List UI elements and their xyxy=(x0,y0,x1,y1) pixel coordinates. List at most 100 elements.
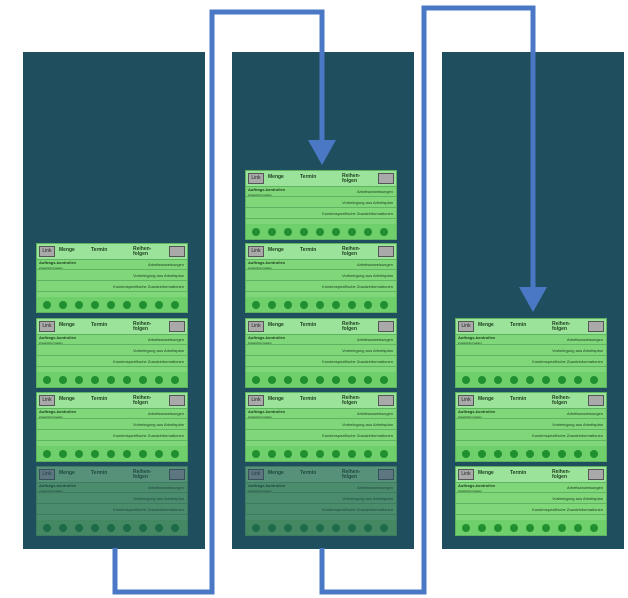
card-row: Kundenspezifische Zusatzinformationen xyxy=(246,208,396,219)
status-dot-icon xyxy=(252,450,260,458)
gear-icon xyxy=(588,469,604,480)
card-col-termin: Termin xyxy=(91,247,108,253)
card-col-termin: Termin xyxy=(300,247,317,253)
card-col-reihenfolgen: Reihen-folgen xyxy=(342,469,361,480)
status-dot-icon xyxy=(123,301,131,309)
card-row: Kundenspezifische Zusatzinformationen xyxy=(456,356,606,367)
card-status-dots xyxy=(456,520,606,535)
status-dot-icon xyxy=(510,524,518,532)
card-row-text: Vorbelegung aus Arbeitsplan xyxy=(552,496,603,501)
card-status-dots xyxy=(37,446,187,461)
card-row-sublabel: Zusatzinformation xyxy=(458,415,482,419)
status-dot-icon xyxy=(155,450,163,458)
gear-icon xyxy=(588,395,604,406)
card-col-termin: Termin xyxy=(91,322,108,328)
card-row-sublabel: Zusatzinformation xyxy=(248,415,272,419)
card-row-label: Auftrags-kontrollen xyxy=(248,335,286,340)
card-row-text: Arbeitsanweisungen xyxy=(566,485,603,490)
card-row-label: Auftrags-kontrollen xyxy=(39,260,77,265)
card-row: Kundenspezifische Zusatzinformationen xyxy=(37,356,187,367)
status-dot-icon xyxy=(332,301,340,309)
card-row-text: Kundenspezifische Zusatzinformationen xyxy=(322,507,393,512)
status-dot-icon xyxy=(332,450,340,458)
status-dot-icon xyxy=(348,450,356,458)
card-row-sublabel: Zusatzinformation xyxy=(39,266,63,270)
card-row-text: Vorbelegung aus Arbeitsplan xyxy=(552,422,603,427)
card-col-termin: Termin xyxy=(300,396,317,402)
card-row-text: Kundenspezifische Zusatzinformationen xyxy=(322,433,393,438)
status-dot-icon xyxy=(43,376,51,384)
status-dot-icon xyxy=(91,301,99,309)
card-row-text: Arbeitsanweisungen xyxy=(356,411,393,416)
card-row-sublabel: Zusatzinformation xyxy=(248,489,272,493)
status-dot-icon xyxy=(252,228,260,236)
link-icon: Link xyxy=(458,395,474,406)
status-dot-icon xyxy=(316,376,324,384)
card-col-termin: Termin xyxy=(91,470,108,476)
status-dot-icon xyxy=(542,450,550,458)
card-row-text: Kundenspezifische Zusatzinformationen xyxy=(113,507,184,512)
card-col-reihenfolgen: Reihen-folgen xyxy=(133,321,152,332)
link-icon: Link xyxy=(248,246,264,257)
card-col-termin: Termin xyxy=(510,470,527,476)
card-row: Kundenspezifische Zusatzinformationen xyxy=(37,504,187,515)
card-row-text: Vorbelegung aus Arbeitsplan xyxy=(342,496,393,501)
card-row-label: Auftrags-kontrollen xyxy=(458,335,496,340)
card-col-menge: Menge xyxy=(59,322,75,328)
card-row: Kundenspezifische Zusatzinformationen xyxy=(456,430,606,441)
card-row-text: Kundenspezifische Zusatzinformationen xyxy=(113,433,184,438)
status-dot-icon xyxy=(107,301,115,309)
status-dot-icon xyxy=(139,450,147,458)
link-icon: Link xyxy=(248,173,264,184)
card-row-sublabel: Zusatzinformation xyxy=(39,341,63,345)
status-dot-icon xyxy=(252,376,260,384)
status-dot-icon xyxy=(590,450,598,458)
card-col-menge: Menge xyxy=(268,322,284,328)
card-row: Vorbelegung aus Arbeitsplan xyxy=(37,419,187,430)
card-row-text: Kundenspezifische Zusatzinformationen xyxy=(113,284,184,289)
card-row-label: Auftrags-kontrollen xyxy=(458,483,496,488)
status-dot-icon xyxy=(542,376,550,384)
status-dot-icon xyxy=(268,301,276,309)
status-dot-icon xyxy=(316,301,324,309)
card-row: Vorbelegung aus Arbeitsplan xyxy=(456,345,606,356)
status-dot-icon xyxy=(155,376,163,384)
card-status-dots xyxy=(246,446,396,461)
card-row-text: Arbeitsanweisungen xyxy=(356,337,393,342)
link-icon: Link xyxy=(39,469,55,480)
card-row-text: Arbeitsanweisungen xyxy=(147,337,184,342)
status-dot-icon xyxy=(574,524,582,532)
card-col-menge: Menge xyxy=(268,396,284,402)
status-dot-icon xyxy=(75,376,83,384)
status-dot-icon xyxy=(284,524,292,532)
status-dot-icon xyxy=(462,450,470,458)
status-dot-icon xyxy=(526,524,534,532)
card-row: Vorbelegung aus Arbeitsplan xyxy=(456,419,606,430)
card-col-reihenfolgen: Reihen-folgen xyxy=(342,246,361,257)
gear-icon xyxy=(378,246,394,257)
status-dot-icon xyxy=(316,524,324,532)
link-icon: Link xyxy=(39,321,55,332)
status-dot-icon xyxy=(494,450,502,458)
card-row-sublabel: Zusatzinformation xyxy=(248,266,272,270)
card-row-sublabel: Zusatzinformation xyxy=(39,489,63,493)
status-dot-icon xyxy=(478,376,486,384)
status-dot-icon xyxy=(123,450,131,458)
card-row-text: Vorbelegung aus Arbeitsplan xyxy=(552,348,603,353)
status-dot-icon xyxy=(139,524,147,532)
card-row-text: Kundenspezifische Zusatzinformationen xyxy=(113,359,184,364)
status-dot-icon xyxy=(107,450,115,458)
card-col-reihenfolgen: Reihen-folgen xyxy=(342,173,361,184)
gear-icon xyxy=(169,469,185,480)
status-dot-icon xyxy=(139,301,147,309)
status-dot-icon xyxy=(284,376,292,384)
